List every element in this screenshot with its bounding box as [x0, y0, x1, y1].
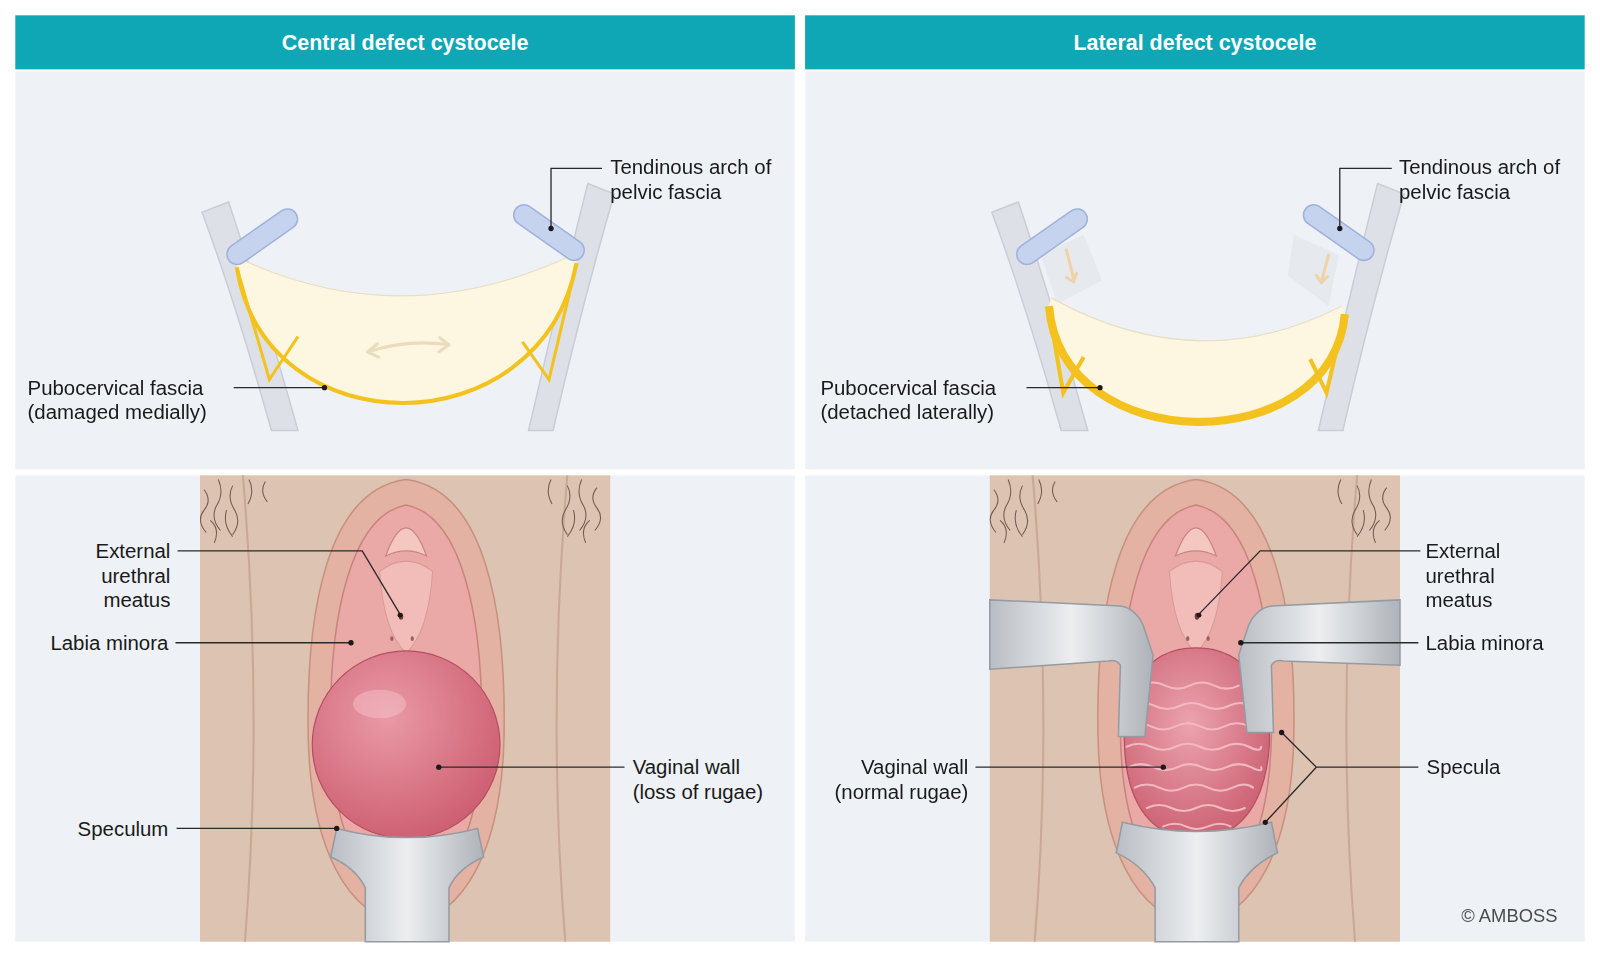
leader-dots [1097, 385, 1102, 390]
vulva-lateral [1169, 561, 1222, 653]
leader-lines [176, 642, 352, 643]
panel-title: Lateral defect cystocele [1073, 30, 1316, 54]
fascia-lateral [1049, 306, 1345, 422]
leader-dots [1238, 640, 1243, 645]
tendinous-arch [510, 201, 589, 265]
vulva-central [200, 475, 610, 941]
structure-label: Labia minora [1425, 630, 1568, 654]
tendinous-arch [1013, 205, 1092, 269]
leader-dots [322, 385, 327, 390]
vulva-central [200, 475, 610, 941]
vulva-lateral [1186, 636, 1189, 641]
fascia-central [367, 338, 449, 357]
vulva-central [312, 651, 500, 839]
tendinous-arch [1013, 201, 1378, 269]
panel-grounds [15, 475, 795, 941]
instrument-label: Specula [1427, 755, 1539, 779]
leader-dots [1161, 765, 1166, 770]
structure-label: Vaginal wall (loss of rugae) [633, 755, 788, 804]
leader-dots [322, 226, 1343, 831]
leader-dots [348, 640, 353, 645]
vulva-lateral [1176, 528, 1217, 556]
leader-lines [234, 387, 325, 388]
leader-dots [1337, 226, 1342, 231]
vulva-lateral [1033, 475, 1357, 941]
leader-lines [439, 767, 625, 768]
leader-lines [976, 767, 1164, 768]
leader-dots [334, 826, 339, 831]
vulva-lateral [990, 475, 1400, 941]
vulva-central [331, 828, 484, 941]
leader-dots [1197, 613, 1202, 618]
leader-dots [436, 765, 441, 770]
vulva-central [243, 475, 567, 941]
header-band: Central defect cystocele [15, 15, 795, 69]
structure-label: External urethral meatus [68, 539, 170, 612]
header-band: Lateral defect cystocele [805, 15, 1585, 69]
fascia-lateral [1051, 298, 1342, 341]
fascia-central [237, 253, 577, 403]
leader-lines [1265, 733, 1418, 823]
vulva-central [390, 636, 393, 641]
panel-title: Central defect cystocele [282, 30, 529, 54]
fascia-central [237, 263, 577, 403]
vulva-lateral [1207, 636, 1210, 641]
leader-lines [1027, 387, 1100, 388]
fascia-central [237, 253, 577, 296]
leader-lines [1340, 168, 1392, 226]
tendinous-arch [1299, 201, 1378, 265]
vulva-central [353, 690, 406, 719]
leader-dots [548, 226, 553, 231]
structure-label: Tendinous arch of pelvic fascia [1399, 155, 1562, 204]
panel-grounds [805, 71, 1585, 469]
structure-label: Pubocervical fascia (damaged medially) [28, 375, 237, 424]
leader-lines [176, 168, 1421, 828]
pelvic-wall [1316, 255, 1328, 283]
vulva-lateral [990, 475, 1400, 941]
leader-lines [178, 551, 400, 614]
pelvic-wall [992, 184, 1404, 431]
leader-lines [177, 828, 337, 829]
vulva-lateral [1116, 822, 1277, 941]
structure-label: Tendinous arch of pelvic fascia [610, 155, 773, 204]
panel-grounds [15, 71, 795, 469]
pelvic-wall [1066, 250, 1076, 282]
structure-label: Pubocervical fascia (detached laterally) [820, 375, 1029, 424]
fascia-central [522, 263, 576, 379]
tendinous-arch [223, 205, 302, 269]
pelvic-wall [202, 184, 614, 431]
vulva-central [411, 636, 414, 641]
leader-lines [1241, 642, 1419, 643]
copyright-mark: © AMBOSS [1461, 904, 1583, 928]
leader-dots [398, 613, 403, 618]
fascia-central [237, 253, 577, 403]
leader-lines [1199, 551, 1420, 614]
structure-label: External urethral meatus [1425, 539, 1537, 612]
instrument-label: Speculum [56, 816, 168, 840]
fascia-lateral [1049, 298, 1345, 422]
panel-grounds [15, 71, 1584, 941]
structure-label: Vaginal wall (normal rugae) [813, 755, 968, 804]
fascia-lateral [1049, 298, 1345, 422]
vulva-central [386, 528, 427, 556]
pelvic-wall [1288, 235, 1339, 306]
vulva-central [380, 561, 433, 653]
leader-dots [1263, 820, 1268, 825]
leader-lines [551, 168, 602, 226]
tendinous-arch [223, 201, 588, 269]
leader-dots [1279, 730, 1284, 735]
vulva-lateral [990, 600, 1153, 737]
vulva-lateral [1239, 600, 1400, 733]
panel-grounds [805, 475, 1585, 941]
structure-label: Labia minora [26, 630, 169, 654]
